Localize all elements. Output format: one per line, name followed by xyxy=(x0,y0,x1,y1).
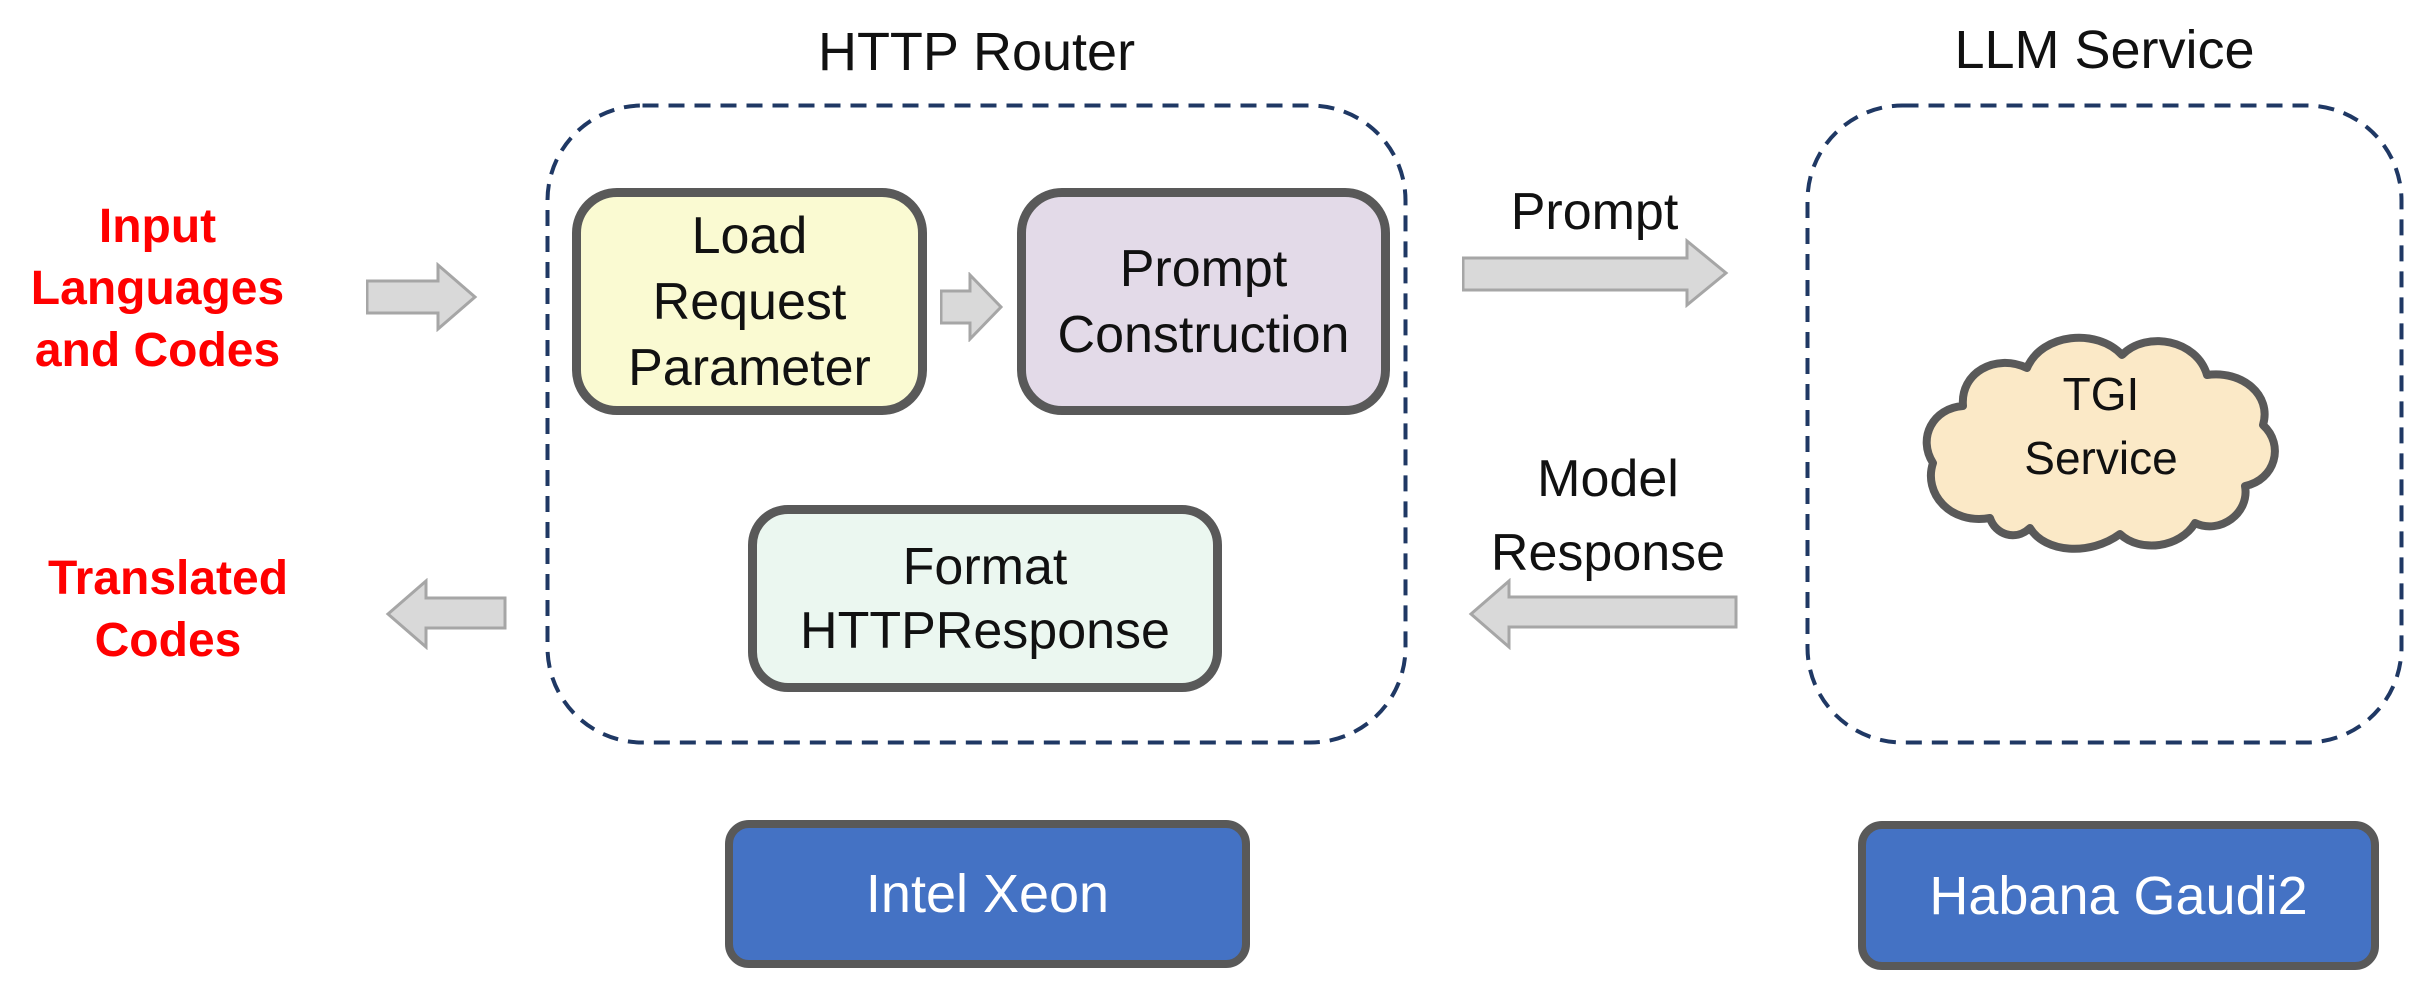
box-text-line: Format xyxy=(902,537,1068,596)
habana-gaudi2-box: Habana Gaudi2 xyxy=(1858,821,2379,970)
cloud-icon xyxy=(1922,333,2279,553)
model-response-label-line: Response xyxy=(1490,524,1726,582)
prompt-label-line: Prompt xyxy=(1510,183,1679,241)
http-router-title: HTTP Router xyxy=(817,22,1136,82)
prompt-construction-box: Prompt Construction xyxy=(1017,188,1390,415)
box-text-line: Load xyxy=(691,206,808,265)
model-response-flow-label: Model Response xyxy=(1468,442,1748,590)
http-router-dashed-border xyxy=(545,103,1408,745)
tgi-service-cloud-label: TGI Service xyxy=(1915,362,2287,490)
arrow-right-icon xyxy=(940,272,1004,342)
input-label-line: and Codes xyxy=(34,324,281,377)
format-httpresponse-box: Format HTTPResponse xyxy=(748,505,1222,692)
llm-service-title: LLM Service xyxy=(1954,20,2255,80)
llm-service-dashed-border xyxy=(1805,103,2404,745)
box-text-line: HTTPResponse xyxy=(800,601,1170,660)
cloud-label-line: TGI xyxy=(2062,368,2140,420)
load-request-parameter-box: Load Request Parameter xyxy=(572,188,927,415)
model-response-label-line: Model xyxy=(1537,450,1679,508)
prompt-flow-label: Prompt xyxy=(1462,182,1727,242)
cloud-label-line: Service xyxy=(2024,432,2178,484)
box-text-line: Prompt xyxy=(1119,239,1288,298)
arrow-left-icon xyxy=(1468,578,1738,650)
box-text-line: Parameter xyxy=(628,338,871,397)
hardware-label: Habana Gaudi2 xyxy=(1929,865,2308,926)
translated-label-line: Translated xyxy=(47,552,289,605)
box-text-line: Request xyxy=(652,272,847,331)
box-text-line: Construction xyxy=(1057,305,1350,364)
input-label-line: Languages xyxy=(30,262,285,315)
input-label-line: Input xyxy=(98,200,217,253)
input-languages-label: Input Languages and Codes xyxy=(25,196,290,382)
hardware-label: Intel Xeon xyxy=(865,864,1110,924)
arrow-right-icon xyxy=(366,262,478,332)
intel-xeon-box: Intel Xeon xyxy=(725,820,1250,968)
translated-label-line: Codes xyxy=(94,614,242,667)
arrow-right-icon xyxy=(1462,238,1729,308)
translated-codes-label: Translated Codes xyxy=(30,548,306,672)
arrow-left-icon xyxy=(385,578,507,650)
